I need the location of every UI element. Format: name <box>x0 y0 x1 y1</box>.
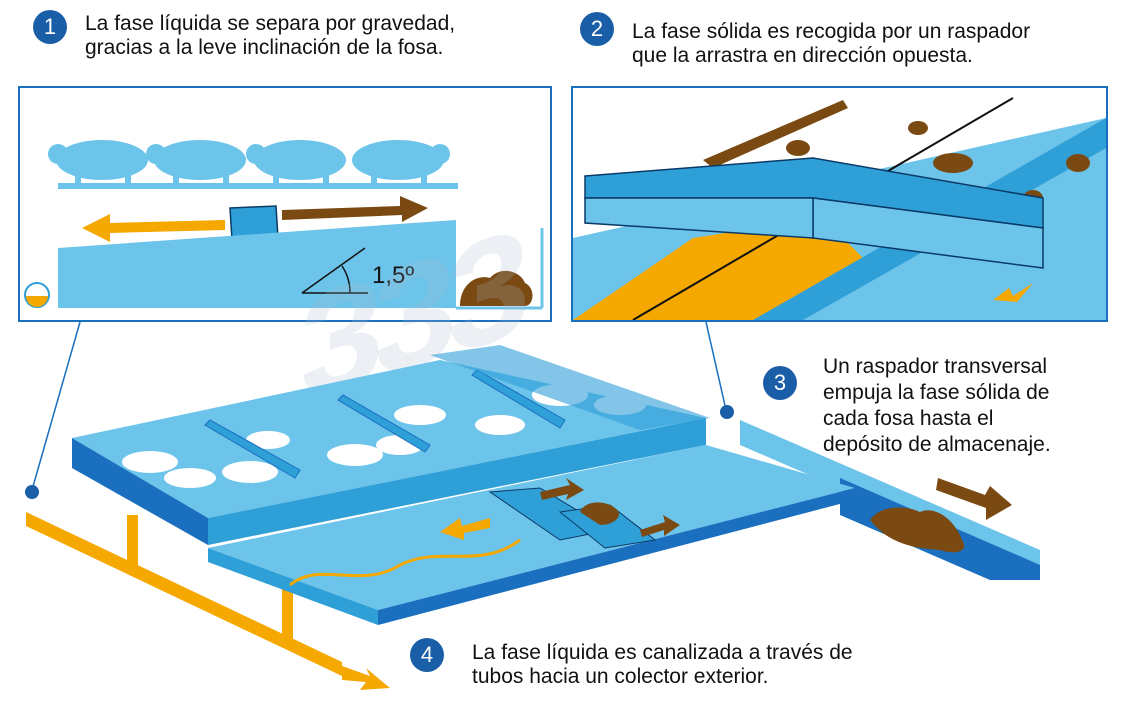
step-2-text: La fase sólida es recogida por un raspad… <box>632 20 1030 68</box>
step-4-badge: 4 <box>410 638 444 672</box>
storage-arrow <box>936 478 1012 520</box>
pit-slab-side <box>208 548 378 625</box>
angle-label: 1,5º <box>372 262 414 289</box>
manure-in-channel <box>870 507 965 553</box>
step-3-line-1: Un raspador transversal <box>823 355 1048 378</box>
liquid-direction-arrow-down <box>993 283 1033 302</box>
step-2-line-1: La fase sólida es recogida por un raspad… <box>632 20 1031 43</box>
pig-icon <box>146 140 246 184</box>
angle-arc <box>341 265 351 294</box>
scraper-illustration <box>573 88 1106 320</box>
pen-area-front <box>208 418 706 545</box>
step-3-badge: 3 <box>763 366 797 400</box>
pigs-silhouettes <box>48 140 450 184</box>
pig-icon <box>48 140 148 184</box>
inclined-pit <box>58 220 456 308</box>
step-4-line-1: La fase líquida es canalizada a través d… <box>472 641 853 664</box>
pit-slab-top <box>208 445 855 610</box>
liquid-fill <box>26 296 48 307</box>
manure-pile <box>460 270 533 306</box>
pen-back-wall <box>430 345 710 430</box>
pipe-outlet-arrow <box>342 666 390 690</box>
step-2-badge: 2 <box>580 12 614 46</box>
slab-liquid-arrow <box>440 518 490 540</box>
pen-pigs <box>122 384 646 488</box>
liquid-pipes <box>26 512 390 690</box>
solid-direction-arrow-up <box>703 100 848 168</box>
step-1-line-1: La fase líquida se separa por gravedad, <box>85 12 456 35</box>
step-1-badge: 1 <box>33 10 67 44</box>
slatted-floor <box>58 183 458 189</box>
slab-solid-arrow-1 <box>540 478 584 500</box>
pig-icon <box>246 140 346 184</box>
step-3-line-3: cada fosa hasta el <box>823 407 994 430</box>
step-3-line-4: depósito de almacenaje. <box>823 433 1051 456</box>
pit-slab-front <box>378 488 855 625</box>
gravity-separation-illustration: 1,5º <box>24 140 544 310</box>
step-3-text: Un raspador transversal empuja la fase s… <box>823 354 1051 458</box>
panel-gravity-separation: 1,5º <box>18 86 552 322</box>
liquid-direction-arrow <box>82 214 225 242</box>
step-4-text: La fase líquida es canalizada a través d… <box>472 641 853 689</box>
angle-slope-line <box>301 247 366 294</box>
pen-partitions <box>204 369 566 479</box>
step-2-line-2: que la arrastra en dirección opuesta. <box>632 44 973 67</box>
scraper-side <box>584 197 814 239</box>
slab-manure <box>580 502 620 525</box>
step-1-line-2: gracias a la leve inclinación de la fosa… <box>85 36 444 59</box>
panel-scraper <box>571 86 1108 322</box>
step-4-line-2: tubos hacia un colector exterior. <box>472 665 769 688</box>
solid-direction-arrow <box>282 196 428 222</box>
pig-icon <box>352 140 450 184</box>
step-3-line-2: empuja la fase sólida de <box>823 381 1050 404</box>
liquid-flow-line <box>289 538 521 587</box>
pen-area-left-side <box>72 438 208 545</box>
step-1-text: La fase líquida se separa por gravedad, … <box>85 12 455 60</box>
slab-solid-arrow-2 <box>640 515 680 537</box>
